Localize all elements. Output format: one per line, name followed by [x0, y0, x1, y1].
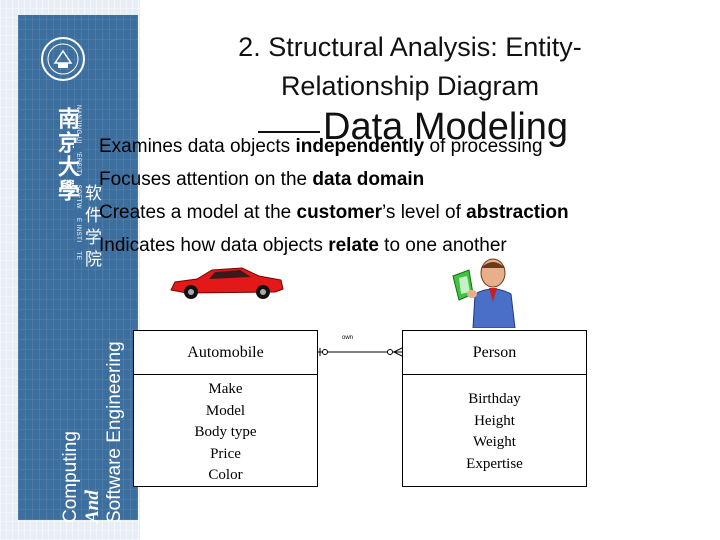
- dept-line-2: And: [82, 490, 103, 523]
- heading-underline: [258, 131, 320, 133]
- bullet-square-icon: [74, 176, 83, 185]
- entity-person: Person Birthday Height Weight Expertise: [402, 330, 587, 487]
- entity-name: Automobile: [134, 331, 317, 375]
- attribute: Make: [208, 381, 243, 397]
- attribute: Color: [208, 467, 243, 483]
- bullet-text: Examines data objects: [99, 136, 296, 157]
- university-name-cn: 南京大學: [54, 107, 80, 203]
- bullet-emphasis: independently: [295, 136, 425, 157]
- title-line-2: Relationship Diagram: [280, 71, 540, 101]
- entity-automobile: Automobile Make Model Body type Price Co…: [133, 330, 318, 487]
- department-name: Computing And Software Engineering: [60, 283, 126, 523]
- bullet-text: Focuses attention on the: [99, 169, 313, 190]
- dept-line-3: Software Engineering: [104, 341, 125, 523]
- bullet-text: Creates a model at the: [99, 202, 297, 223]
- attribute: Expertise: [466, 455, 523, 472]
- bullet-square-icon: [74, 209, 83, 218]
- sidebar-banner: 南京大學 NANJING UNIVERSITY · SOFTWARE INSTI…: [18, 15, 138, 523]
- bullet-text: to one another: [378, 235, 507, 256]
- bullet-text: Indicates how data objects: [99, 235, 329, 256]
- entity-attributes: Make Model Body type Price Color: [134, 375, 317, 487]
- bullet-emphasis: data domain: [312, 169, 425, 190]
- dept-line-1: Computing: [60, 431, 81, 523]
- bullet-list: Examines data objects independently of p…: [74, 134, 694, 266]
- attribute: Birthday: [468, 391, 521, 407]
- bullet-emphasis: relate: [328, 235, 379, 256]
- overlay-heading: Data Modeling: [323, 106, 569, 148]
- title-line-1: 2. Structural Analysis: Entity-: [238, 32, 582, 62]
- person-icon: [452, 258, 516, 328]
- relationship-connector: [318, 347, 402, 357]
- bullet-emphasis: customer: [296, 202, 383, 223]
- bullet-item: Indicates how data objects relate to one…: [74, 233, 694, 266]
- banner-pattern: [18, 15, 138, 520]
- attribute: Price: [210, 445, 241, 462]
- school-char: 件: [85, 206, 102, 226]
- attribute: Body type: [194, 424, 257, 440]
- attribute: Height: [474, 412, 515, 429]
- entity-attributes: Birthday Height Weight Expertise: [403, 375, 586, 475]
- bullet-square-icon: [74, 143, 83, 152]
- bullet-square-icon: [74, 242, 83, 251]
- car-icon: [170, 267, 284, 299]
- school-char: 软: [85, 184, 102, 204]
- bullet-item: Examines data objects independently of p…: [74, 134, 694, 167]
- bullet-text: of processing: [424, 136, 543, 157]
- attribute: Model: [205, 402, 246, 419]
- relationship-label: own: [342, 335, 354, 341]
- school-char: 院: [85, 250, 102, 270]
- entity-name: Person: [403, 331, 586, 375]
- bullet-text: ’s level of: [382, 202, 467, 223]
- bullet-emphasis: abstraction: [466, 202, 569, 223]
- school-name-cn: 软 件 学 院: [85, 183, 111, 271]
- bullet-item: Focuses attention on the data domain: [74, 167, 694, 200]
- school-char: 学: [85, 228, 102, 248]
- university-logo-icon: [41, 37, 85, 81]
- attribute: Weight: [473, 434, 516, 450]
- slide-title: 2. Structural Analysis: Entity- Relation…: [150, 28, 670, 106]
- bullet-item: Creates a model at the customer’s level …: [74, 200, 694, 233]
